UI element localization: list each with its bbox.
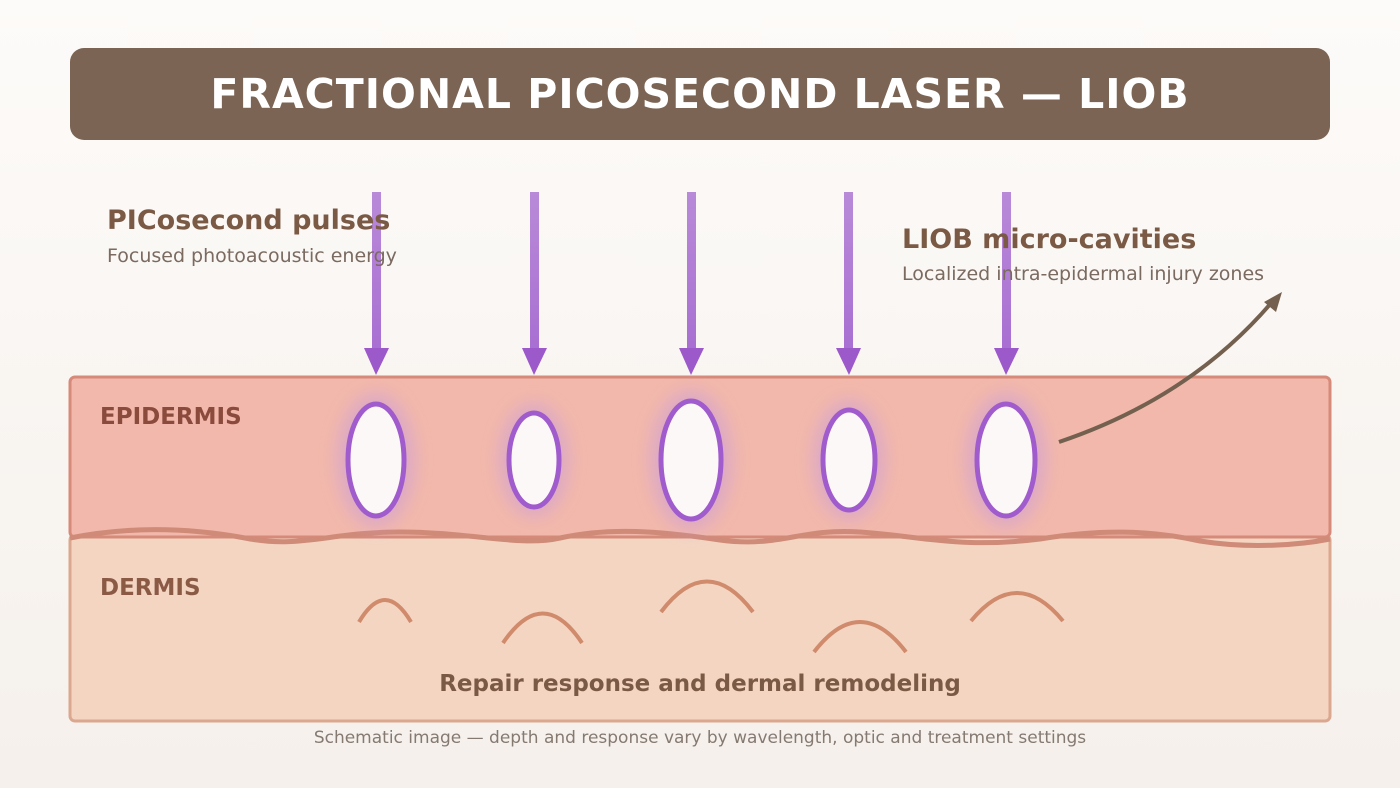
page-title: FRACTIONAL PICOSECOND LASER — LIOB xyxy=(210,70,1190,118)
epidermis-label: EPIDERMIS xyxy=(100,404,242,430)
liob-cavity xyxy=(967,394,1045,526)
liob-cavity xyxy=(651,391,731,529)
footnote: Schematic image — depth and response var… xyxy=(314,728,1086,748)
laser-beam xyxy=(364,192,389,375)
dermal-epidermal-junction xyxy=(69,527,1331,548)
pulses-subtext: Focused photoacoustic energy xyxy=(107,245,397,267)
cavities-subtext: Localized intra-epidermal injury zones xyxy=(902,263,1264,285)
liob-cavity xyxy=(338,394,414,526)
remodeling-arc xyxy=(659,579,755,614)
cavity-pointer-arrow xyxy=(1058,292,1282,444)
dermis-label: DERMIS xyxy=(100,575,201,601)
liob-cavity xyxy=(814,401,884,519)
repair-label: Repair response and dermal remodeling xyxy=(439,671,961,697)
remodeling-arc xyxy=(969,591,1065,623)
laser-beam xyxy=(522,192,547,375)
laser-beam xyxy=(994,192,1019,375)
laser-beam xyxy=(836,192,861,375)
cavities-heading: LIOB micro-cavities xyxy=(902,224,1196,255)
remodeling-arc xyxy=(501,611,584,645)
remodeling-arc xyxy=(357,598,413,624)
pulses-heading: PICosecond pulses xyxy=(107,205,390,236)
title-banner: FRACTIONAL PICOSECOND LASER — LIOB xyxy=(70,48,1330,140)
remodeling-arc xyxy=(812,620,908,654)
laser-beam xyxy=(679,192,704,375)
liob-cavity xyxy=(500,404,568,516)
